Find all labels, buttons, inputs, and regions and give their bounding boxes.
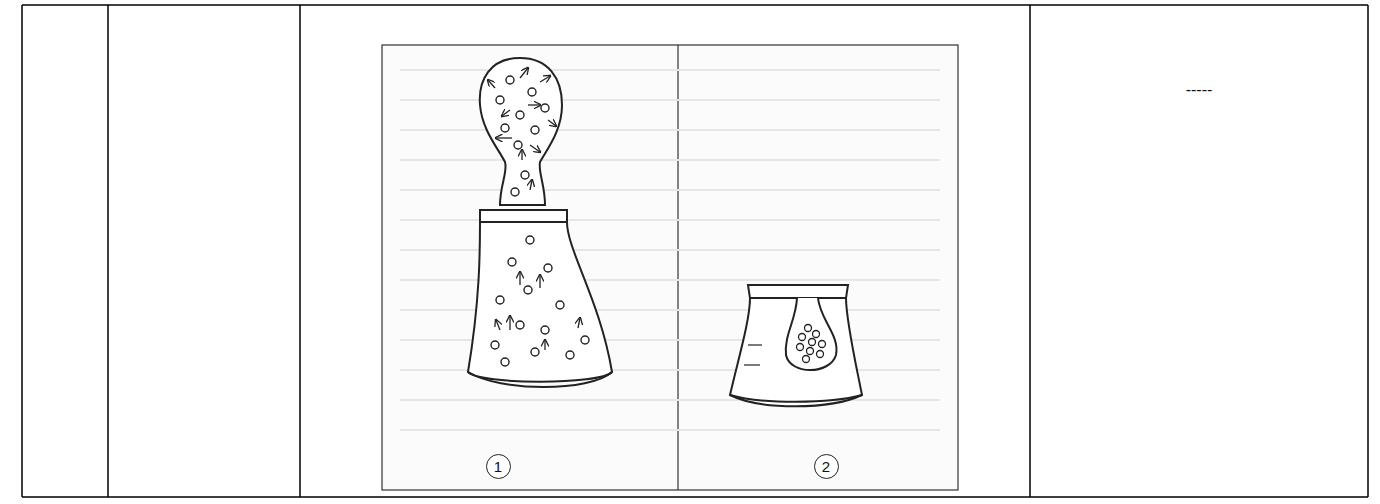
callout-number: 1 xyxy=(494,459,502,474)
callout-circle: 2 xyxy=(814,454,839,479)
callout-circle: 1 xyxy=(486,454,511,479)
callout-number: 2 xyxy=(822,459,830,474)
table-grid xyxy=(22,5,1368,497)
table-cell: ----- xyxy=(1186,81,1213,99)
